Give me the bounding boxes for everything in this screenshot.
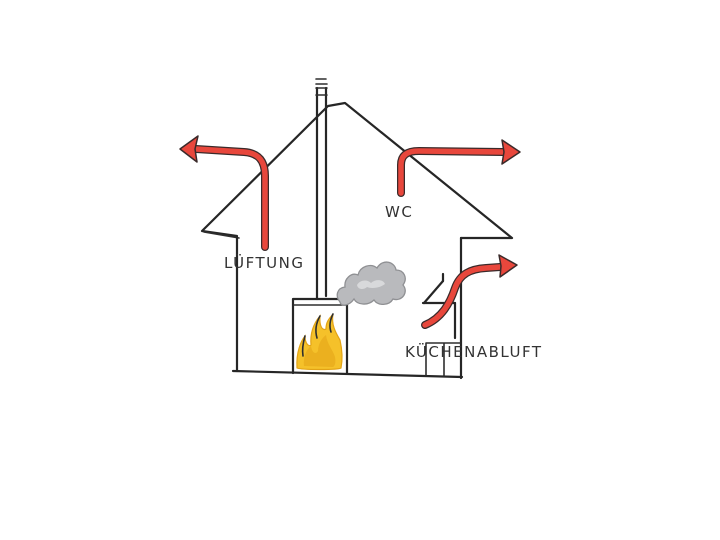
arrow-lueftung-head bbox=[179, 135, 199, 163]
arrow-wc-head bbox=[501, 139, 521, 165]
label-lueftung: LÜFTUNG bbox=[224, 253, 304, 272]
smoke-cloud bbox=[336, 261, 406, 306]
smoke-highlight bbox=[357, 280, 385, 290]
label-kuechenabluft: KÜCHENABLUFT bbox=[405, 342, 543, 361]
airflow-arrows bbox=[179, 135, 521, 329]
chimney-cap bbox=[315, 78, 328, 89]
roof-outline bbox=[200, 101, 514, 240]
smoke-cloud-shape bbox=[336, 261, 406, 306]
arrow-wc bbox=[398, 148, 506, 196]
label-wc: WC bbox=[385, 203, 413, 221]
fireplace bbox=[291, 297, 349, 375]
hood-left-line bbox=[422, 279, 445, 305]
house-outline bbox=[200, 101, 514, 380]
roof-eave-line bbox=[203, 231, 240, 239]
chimney bbox=[315, 78, 328, 301]
kitchen-cabinet bbox=[425, 342, 461, 377]
arrow-kueche-head bbox=[498, 254, 518, 278]
arrow-wc-outline bbox=[397, 147, 507, 197]
fire-flame-dark-core bbox=[303, 335, 336, 367]
arrow-kueche bbox=[422, 264, 503, 328]
flame-outline-strokes bbox=[301, 313, 334, 357]
floor-line bbox=[231, 369, 464, 379]
arrow-lueftung bbox=[193, 146, 268, 250]
